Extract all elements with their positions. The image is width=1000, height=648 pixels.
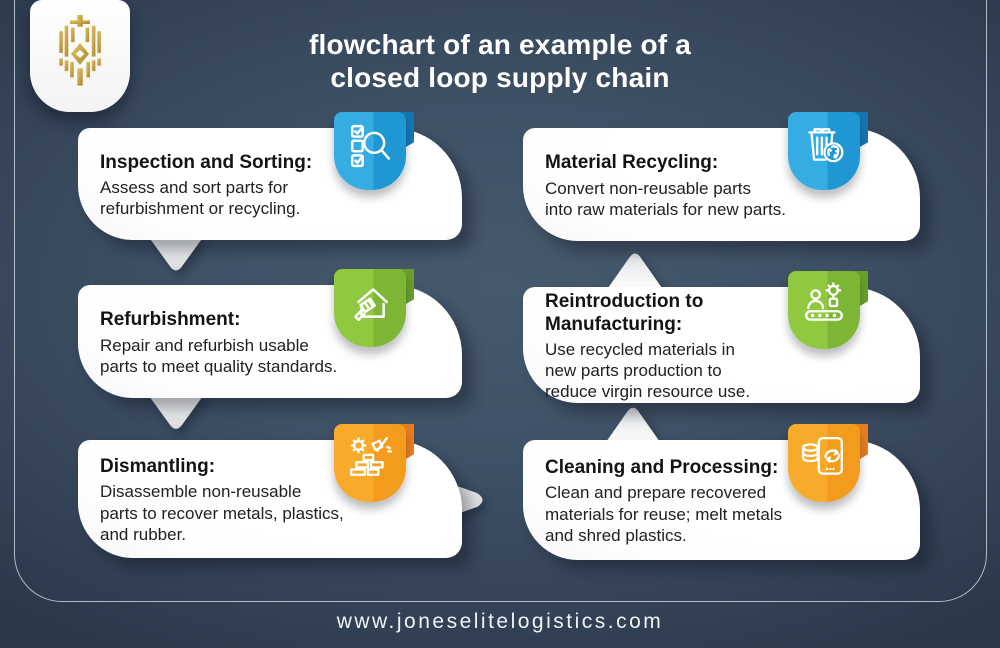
flow-arrow-down-2: [147, 393, 205, 429]
cleaning-badge: [788, 424, 868, 502]
card-refurbishment: Refurbishment: Repair and refurbish usab…: [78, 269, 462, 398]
gear-hammer-bricks-icon: [350, 436, 393, 476]
card-body: Convert non-reusable parts into raw mate…: [545, 178, 786, 219]
worker-conveyor-gear-icon: [805, 282, 843, 321]
house-paintbrush-icon: [354, 288, 388, 321]
gold-crest-icon: [59, 14, 101, 86]
inspection-badge: [334, 112, 414, 190]
checklist-magnifier-icon: [350, 124, 391, 168]
card-body: Assess and sort parts for refurbishment …: [100, 178, 301, 219]
card-title: Cleaning and Processing:: [545, 457, 779, 479]
page-title: flowchart of an example of a closed loop…: [0, 28, 1000, 94]
card-body: Clean and prepare recovered materials fo…: [545, 483, 783, 545]
title-line-1: flowchart of an example of a: [308, 29, 692, 60]
card-title: Reintroduction to Manufacturing:: [545, 290, 704, 335]
card-title: Material Recycling:: [545, 152, 719, 174]
card-title: Refurbishment:: [100, 309, 241, 331]
card-title: Inspection and Sorting:: [100, 151, 313, 173]
card-dismantling: Dismantling: Disassemble non-reusable pa…: [78, 424, 462, 558]
card-reintroduction-to-manufacturing: Reintroduction to Manufacturing: Use rec…: [523, 271, 920, 403]
flow-arrow-up-1: [608, 253, 662, 288]
trash-recycle-icon: [808, 128, 844, 163]
card-body: Disassemble non-reusable parts to recove…: [100, 482, 344, 544]
card-body: Use recycled materials in new parts prod…: [545, 340, 751, 402]
card-body: Repair and refurbish usable parts to mee…: [100, 335, 338, 376]
material-recycling-badge: [788, 112, 868, 190]
card-cleaning-and-processing: Cleaning and Processing: Clean and prepa…: [523, 424, 920, 560]
title-line-2: closed loop supply chain: [330, 62, 670, 93]
flow-arrow-up-2: [604, 407, 662, 444]
dismantling-badge: [334, 424, 414, 502]
card-title: Dismantling:: [100, 456, 216, 478]
refurbishment-badge: [334, 269, 414, 347]
card-inspection-and-sorting: Inspection and Sorting: Assess and sort …: [78, 112, 462, 240]
flow-arrow-down-1: [148, 236, 204, 271]
footer-url: www.joneselitelogistics.com: [336, 610, 664, 633]
reintroduction-badge: [788, 271, 868, 349]
logo-container: [30, 0, 130, 112]
coins-device-recycle-icon: [801, 436, 843, 475]
card-material-recycling: Material Recycling: Convert non-reusable…: [523, 112, 920, 241]
